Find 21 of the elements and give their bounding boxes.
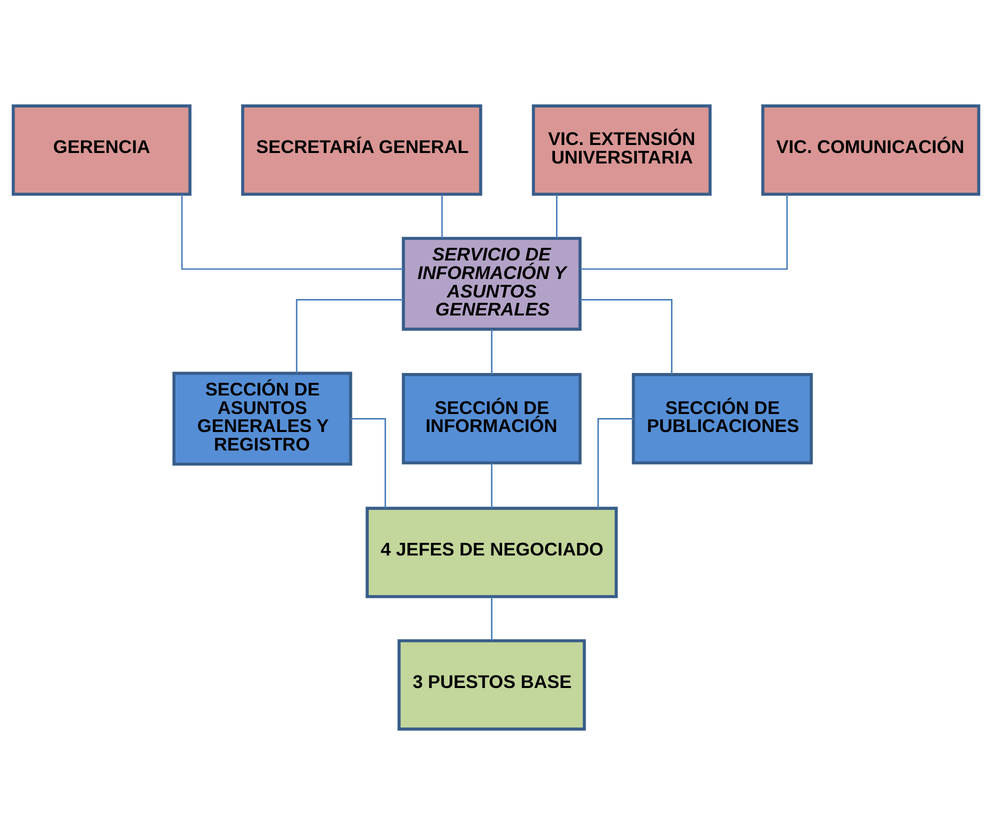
node-box: SECRETARÍA GENERAL xyxy=(241,104,482,196)
node-box: GERENCIA xyxy=(12,104,192,196)
connector xyxy=(181,194,404,270)
node-box: SECCIÓN DE PUBLICACIONES xyxy=(632,372,813,464)
node-box: SERVICIO DE INFORMACIÓN Y ASUNTOS GENERALES xyxy=(402,236,582,330)
connector xyxy=(441,194,443,238)
connector xyxy=(580,298,672,374)
node-box: VIC. EXTENSIÓN UNIVERSITARIA xyxy=(532,104,712,196)
connector xyxy=(490,462,492,508)
connector xyxy=(490,596,492,640)
node-box: 3 PUESTOS BASE xyxy=(398,638,586,730)
connector xyxy=(580,194,788,270)
node-box: VIC. COMUNICACIÓN xyxy=(761,104,980,196)
connector xyxy=(490,328,492,374)
node-box: 4 JEFES DE NEGOCIADO xyxy=(366,506,618,598)
node-box: SECCIÓN DE INFORMACIÓN xyxy=(402,372,582,464)
connector xyxy=(296,298,404,373)
connector xyxy=(350,418,386,508)
connector xyxy=(597,418,634,508)
node-box: SECCIÓN DE ASUNTOS GENERALES Y REGISTRO xyxy=(172,371,352,466)
connector xyxy=(556,194,558,238)
